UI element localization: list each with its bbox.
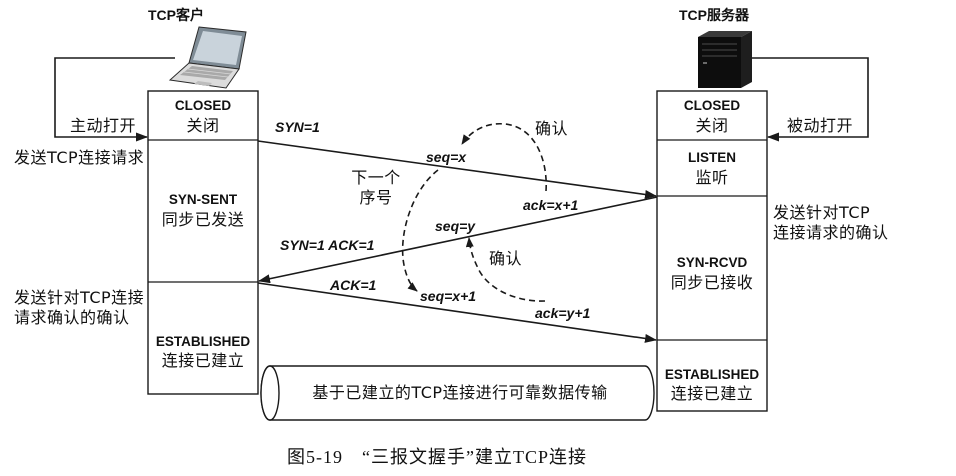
active-open-arrow: [54, 57, 175, 142]
server-state-column: CLOSED 关闭 LISTEN 监听 SYN-RCVD 同步已接收 ESTAB…: [656, 90, 768, 412]
laptop-icon: [168, 26, 247, 89]
client-ack-note-line1: 发送针对TCP连接: [14, 288, 144, 307]
client-state-closed: CLOSED: [175, 98, 232, 113]
server-icon: [698, 31, 752, 88]
client-state-established: ESTABLISHED: [156, 334, 251, 349]
server-state-listen: LISTEN: [688, 150, 736, 165]
syn-segment-arrow: [257, 140, 657, 199]
client-request-note: 发送TCP连接请求: [14, 148, 144, 167]
syn-ack-segment-arrow: [258, 196, 658, 284]
active-open-label: 主动打开: [70, 116, 136, 135]
client-state-syn-sent: SYN-SENT: [169, 192, 238, 207]
confirm-y-curve: [465, 237, 546, 302]
data-transfer-label: 基于已建立的TCP连接进行可靠数据传输: [312, 383, 607, 402]
server-state-listen-cn: 监听: [695, 168, 728, 187]
syn-flags-label: SYN=1: [275, 119, 320, 135]
ack-segment-arrow: [257, 282, 657, 343]
passive-open-arrow: [752, 57, 869, 142]
client-ack-note-line2: 请求确认的确认: [14, 308, 130, 327]
syn-ack-flags-label: SYN=1 ACK=1: [280, 237, 375, 253]
client-state-column: CLOSED 关闭 SYN-SENT 同步已发送 ESTABLISHED 连接已…: [147, 90, 259, 395]
client-state-syn-sent-cn: 同步已发送: [162, 210, 245, 229]
server-ack-note-line2: 连接请求的确认: [773, 223, 889, 242]
next-seq-label-line1: 下一个: [351, 168, 401, 187]
server-state-established-cn: 连接已建立: [671, 384, 754, 403]
syn-ack-ack-label: ack=x+1: [523, 197, 578, 213]
server-state-syn-rcvd-cn: 同步已接收: [671, 273, 754, 292]
server-state-syn-rcvd: SYN-RCVD: [677, 255, 748, 270]
confirm-x-curve: [461, 122, 547, 192]
next-seq-curve: [401, 169, 439, 292]
data-transfer-pipe: 基于已建立的TCP连接进行可靠数据传输: [260, 365, 655, 421]
figure-title: “三报文握手”建立TCP连接: [362, 447, 587, 467]
server-title: TCP服务器: [679, 7, 750, 23]
ack-seq-label: seq=x+1: [420, 288, 476, 304]
client-state-box: [147, 90, 259, 395]
figure-number: 图5-19: [287, 447, 343, 467]
syn-ack-seq-label: seq=y: [435, 218, 476, 234]
server-state-closed: CLOSED: [684, 98, 741, 113]
server-state-closed-cn: 关闭: [695, 116, 728, 135]
next-seq-label-line2: 序号: [359, 188, 392, 207]
server-ack-note-line1: 发送针对TCP: [773, 203, 870, 222]
passive-open-label: 被动打开: [787, 116, 853, 135]
confirm-label-2: 确认: [489, 249, 522, 268]
ack-flags-label: ACK=1: [329, 277, 377, 293]
confirm-label-1: 确认: [535, 119, 568, 138]
client-state-established-cn: 连接已建立: [162, 351, 245, 370]
syn-seq-label: seq=x: [426, 149, 467, 165]
ack-ack-label: ack=y+1: [535, 305, 590, 321]
server-state-box: [656, 90, 768, 412]
client-title: TCP客户: [148, 7, 204, 23]
server-state-established: ESTABLISHED: [665, 367, 760, 382]
client-state-closed-cn: 关闭: [186, 116, 219, 135]
